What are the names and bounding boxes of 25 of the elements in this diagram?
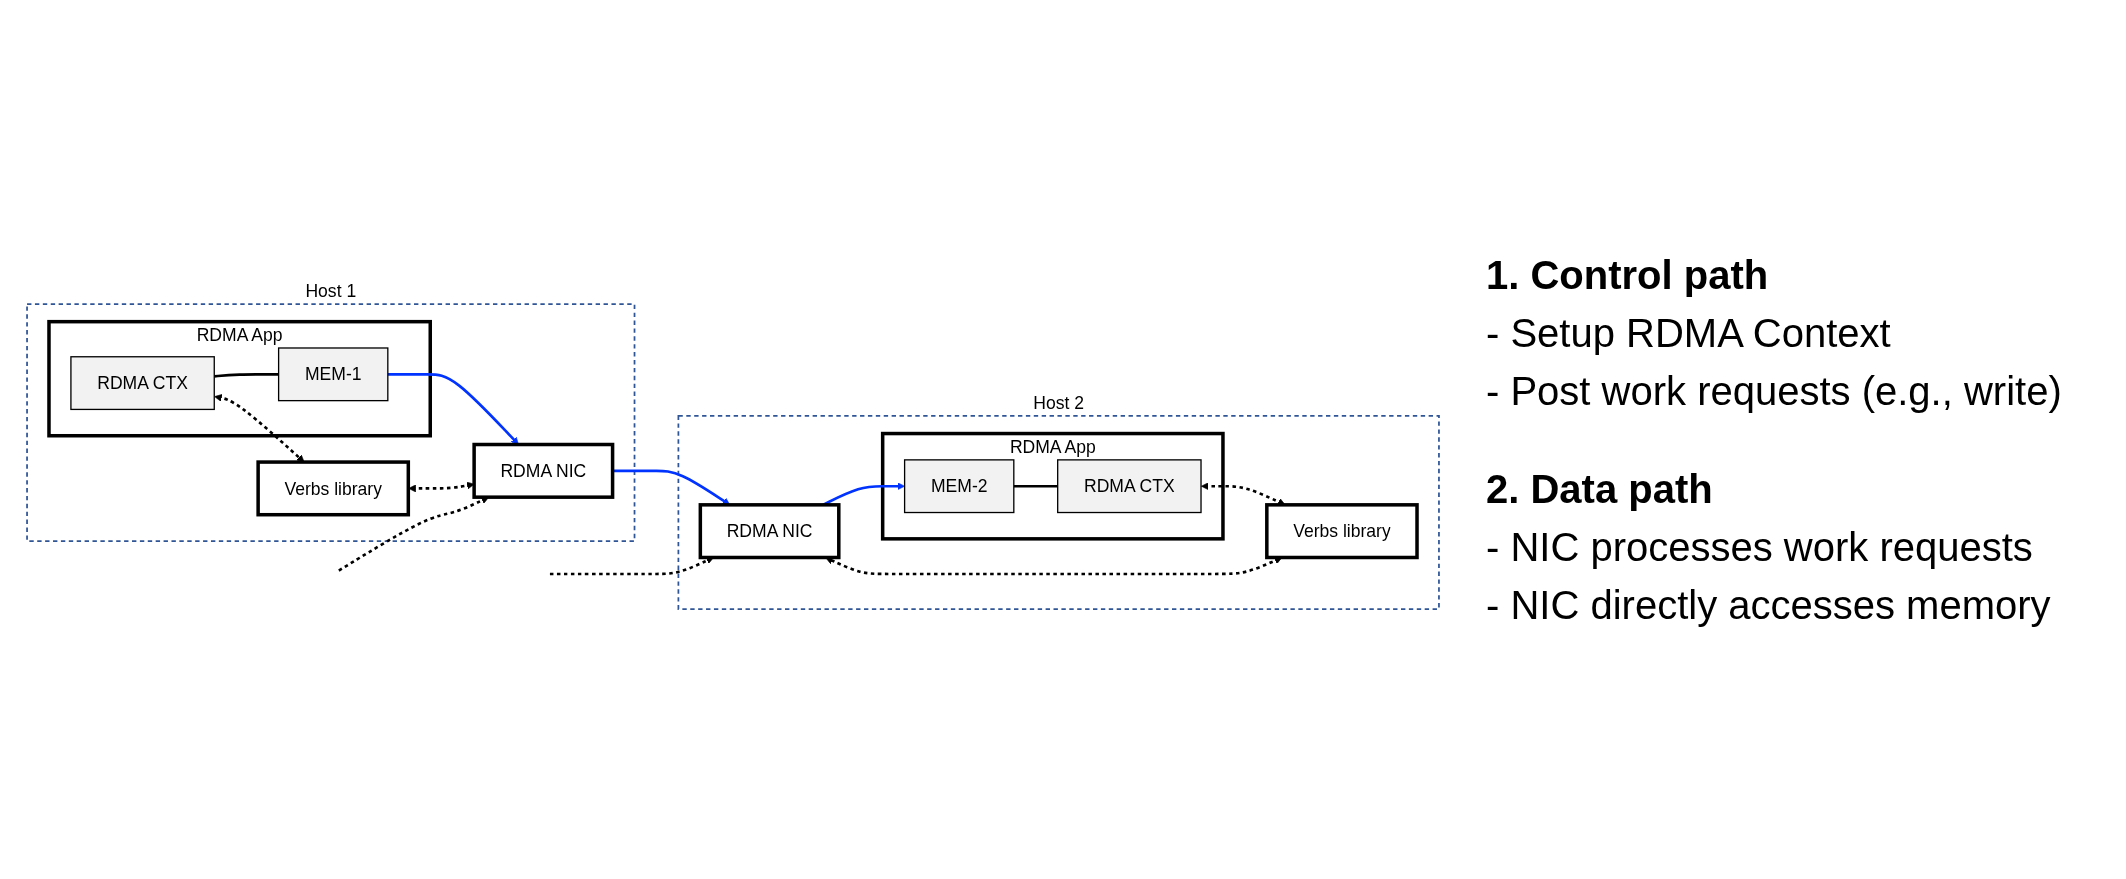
node-box: Verbs library [256,460,411,517]
node-label: Host 1 [305,281,357,302]
connector [214,373,279,379]
arrow [549,557,714,576]
node-box: RDMA CTX [70,356,215,411]
arrow [825,557,1283,576]
bullet-text: - NIC directly accesses memory [1486,581,2052,629]
arrow [214,394,305,463]
section-heading: 2. Data path [1486,465,1714,513]
node-box: RDMA NIC [698,503,841,560]
cluster [677,415,1440,611]
connector [1013,485,1058,488]
node-box: RDMA CTX [1057,459,1202,514]
bullet-text: - Post work requests (e.g., write) [1486,367,2063,415]
node-label: Host 2 [1033,393,1085,413]
bullet-text: - NIC processes work requests [1486,523,2034,571]
node-box: Verbs library [1265,503,1419,560]
bullet-text: - Setup RDMA Context [1486,309,1892,357]
arrow [338,497,489,573]
node-box: RDMA NIC [472,443,615,500]
node-box: MEM-1 [277,347,389,402]
cluster [26,303,636,543]
node-box: MEM-2 [903,459,1015,514]
section-heading: 1. Control path [1486,251,1770,299]
arrow [1201,482,1286,506]
